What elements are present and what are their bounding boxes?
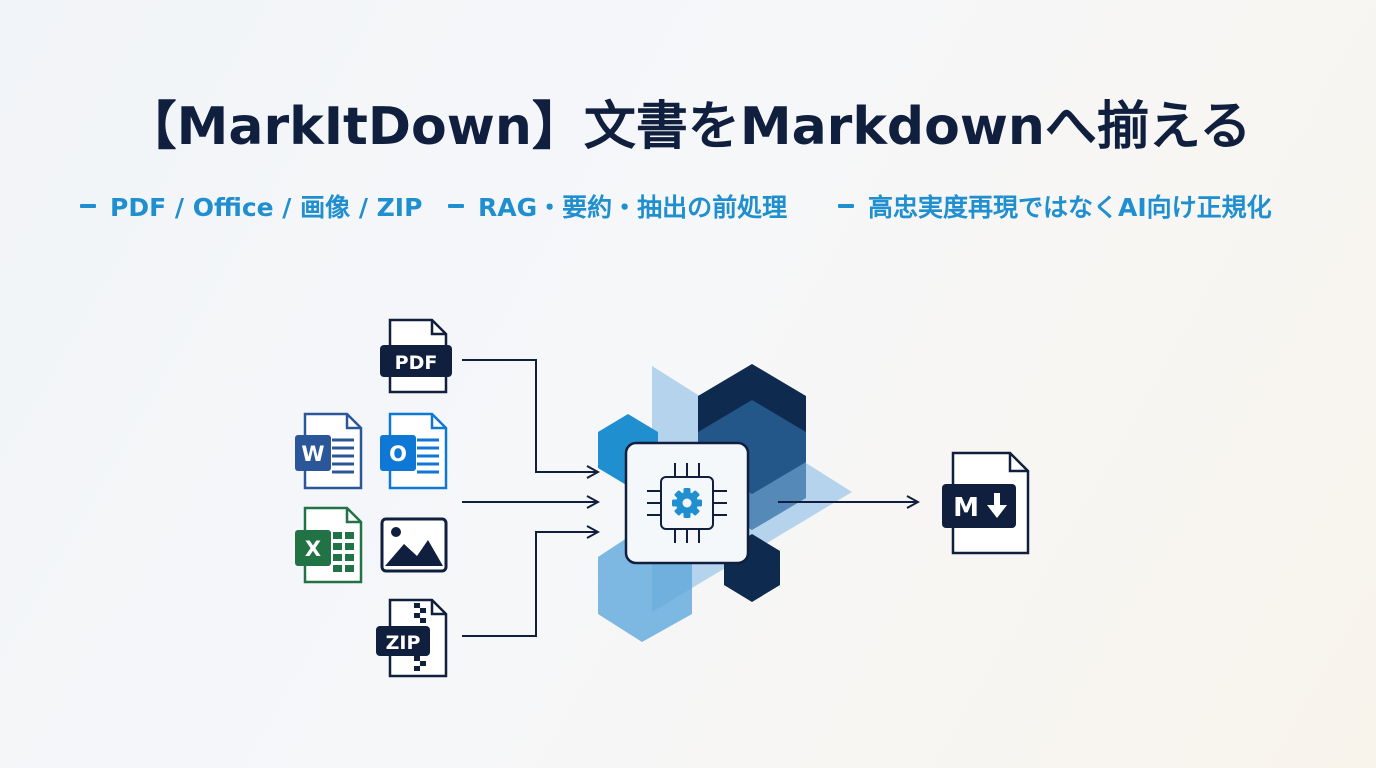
markdown-file-icon: M bbox=[942, 451, 1030, 555]
image-icon bbox=[380, 517, 448, 573]
tag-formats: PDF / Office / 画像 / ZIP bbox=[80, 188, 422, 224]
markdown-icon-letter: M bbox=[953, 493, 979, 523]
chip-icon bbox=[647, 463, 727, 543]
processor-box bbox=[624, 441, 750, 565]
outlook-file-icon: O bbox=[380, 412, 448, 490]
tag-formats-label: PDF / Office / 画像 / ZIP bbox=[110, 193, 423, 222]
dash-icon bbox=[838, 204, 854, 208]
dash-icon bbox=[80, 204, 96, 208]
zip-connector-arrow bbox=[462, 532, 598, 637]
pdf-file-icon: PDF bbox=[380, 318, 452, 394]
gear-icon bbox=[672, 488, 702, 518]
connectors bbox=[462, 359, 918, 637]
zip-file-icon: ZIP bbox=[376, 598, 448, 678]
word-icon-letter: W bbox=[301, 442, 324, 466]
tag-normalization-label: 高忠実度再現ではなくAI向け正規化 bbox=[868, 193, 1272, 222]
tag-normalization: 高忠実度再現ではなくAI向け正規化 bbox=[838, 188, 1272, 224]
down-arrow-icon bbox=[987, 493, 1007, 518]
outlook-icon-letter: O bbox=[389, 442, 407, 466]
tag-use-cases: RAG・要約・抽出の前処理 bbox=[448, 188, 787, 224]
pdf-connector-arrow bbox=[462, 359, 598, 472]
excel-file-icon: X bbox=[295, 506, 363, 584]
page-title: 【MarkItDown】文書をMarkdownへ揃える bbox=[124, 97, 1252, 157]
word-file-icon: W bbox=[295, 412, 363, 490]
pdf-icon-label: PDF bbox=[395, 352, 438, 374]
feature-tags: PDF / Office / 画像 / ZIP RAG・要約・抽出の前処理 高忠… bbox=[80, 188, 1320, 228]
tag-use-cases-label: RAG・要約・抽出の前処理 bbox=[478, 193, 788, 222]
dash-icon bbox=[448, 204, 464, 208]
zip-icon-label: ZIP bbox=[386, 632, 421, 654]
excel-icon-letter: X bbox=[305, 537, 321, 561]
